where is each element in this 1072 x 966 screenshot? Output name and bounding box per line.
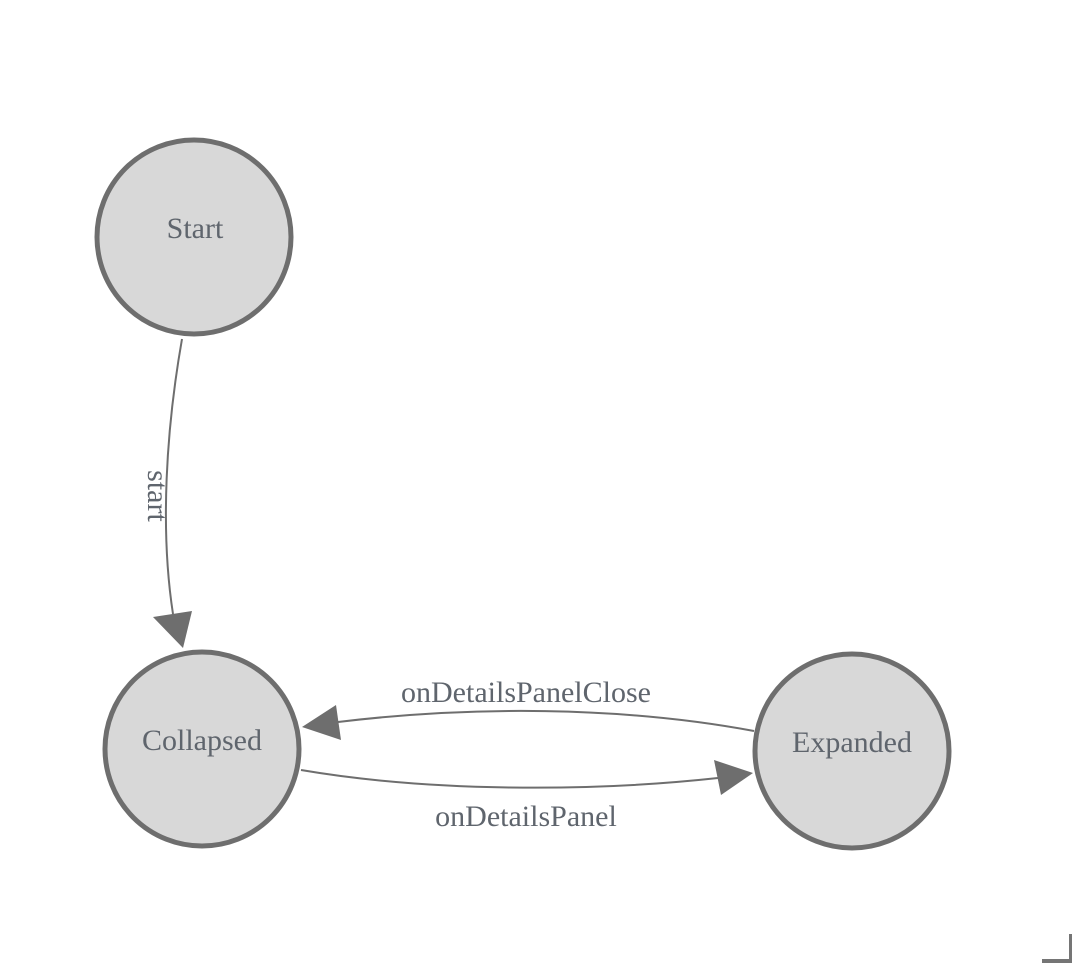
edge-line [300, 769, 719, 789]
corner-mark-vertical [1069, 934, 1072, 963]
transition-label-onDetailsPanelClose: onDetailsPanelClose [401, 676, 651, 709]
state-circle [752, 651, 952, 851]
state-label-expanded: Expanded [792, 726, 912, 759]
edge-arrowhead [714, 760, 753, 795]
state-label-start: Start [167, 212, 224, 245]
transition-label-start: start [141, 470, 174, 522]
state-node-collapsed: Collapsed [102, 649, 302, 849]
canvas-corner-mark [1042, 934, 1072, 963]
transition-onDetailsPanel: onDetailsPanel [300, 760, 753, 833]
edge-line [164, 338, 183, 615]
edge-line [337, 709, 755, 732]
state-circle [102, 649, 302, 849]
transition-label-onDetailsPanel: onDetailsPanel [435, 800, 617, 833]
edge-arrowhead [153, 611, 192, 648]
corner-mark-horizontal [1042, 959, 1072, 963]
state-label-collapsed: Collapsed [142, 724, 262, 757]
transition-onDetailsPanelClose: onDetailsPanelClose [302, 676, 755, 740]
edge-arrowhead [302, 705, 341, 740]
state-circle [94, 137, 294, 337]
state-node-expanded: Expanded [752, 651, 952, 851]
transition-start: start [141, 338, 192, 648]
state-node-start: Start [94, 137, 294, 337]
